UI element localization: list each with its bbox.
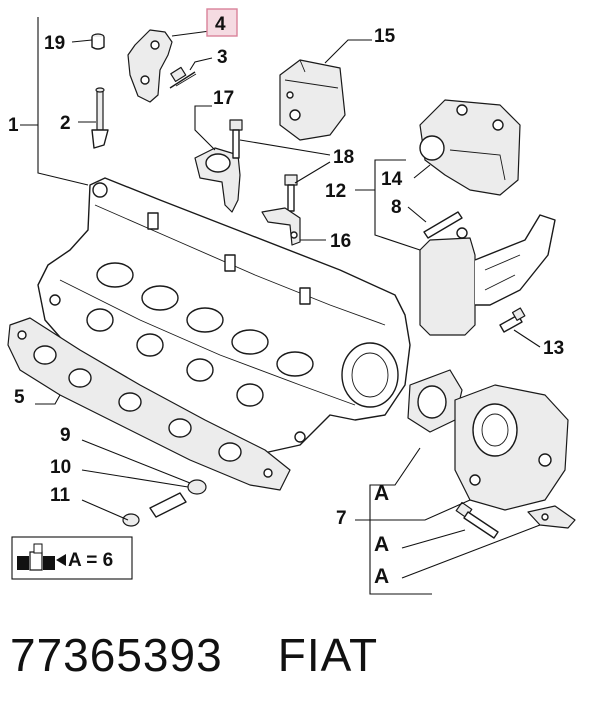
callout-10[interactable]: 10 [50,457,71,478]
intake-manifold[interactable] [37,177,411,456]
sleeve-19[interactable] [91,33,105,50]
callout-14[interactable]: 14 [381,169,403,190]
clip-a[interactable] [527,505,576,529]
callout-8[interactable]: 8 [391,197,402,218]
bolt-18-a[interactable] [229,119,243,159]
manifold-gasket[interactable] [7,317,291,491]
leader-lines [20,17,541,595]
callout-a-1[interactable]: A [374,482,389,505]
kit-legend: A = 6 [11,536,133,580]
callout-a-3[interactable]: A [374,565,389,588]
callout-19[interactable]: 19 [44,33,65,54]
throttle-gasket[interactable] [407,369,463,433]
callout-1[interactable]: 1 [8,115,19,136]
sensor-2[interactable] [91,87,109,149]
bolt-18-b[interactable] [284,174,298,212]
throttle-assembly-7[interactable] [454,384,569,511]
part-number: 77365393 [10,629,223,681]
callout-13[interactable]: 13 [543,338,564,359]
bracket-16[interactable] [261,207,301,246]
washer-11[interactable] [122,513,140,527]
stud-13[interactable] [499,307,526,333]
callout-16[interactable]: 16 [330,231,351,252]
kit-box-icon [17,543,66,571]
callout-3[interactable]: 3 [217,47,228,68]
grommet-10[interactable] [187,479,207,495]
highlight-box [206,8,238,37]
callout-12[interactable]: 12 [325,181,346,202]
sensor-bracket[interactable] [127,29,173,103]
brand-name: FIAT [277,629,379,681]
callout-17[interactable]: 17 [213,88,234,109]
callout-7[interactable]: 7 [336,508,347,529]
throttle-body-14[interactable] [419,99,521,196]
stud-11[interactable] [149,492,187,518]
bolt-a[interactable] [455,501,499,539]
callout-4[interactable]: 4 [215,14,226,35]
egr-module-12[interactable] [419,214,556,336]
callout-2[interactable]: 2 [60,113,71,134]
kit-legend-text: A = 6 [68,550,113,571]
footer: 77365393 FIAT [10,628,378,688]
callout-a-2[interactable]: A [374,533,389,556]
callout-15[interactable]: 15 [374,26,396,47]
bracket-17[interactable] [194,147,241,213]
actuator-15[interactable] [279,59,346,141]
callout-9[interactable]: 9 [60,425,71,446]
pin-8[interactable] [423,211,463,239]
callout-5[interactable]: 5 [14,387,25,408]
parts-diagram: 19 1 2 4 3 15 17 18 14 12 8 16 13 5 9 10… [7,8,576,595]
callout-18[interactable]: 18 [333,147,354,168]
callout-11[interactable]: 11 [50,485,71,506]
bolt-3[interactable] [169,66,197,89]
